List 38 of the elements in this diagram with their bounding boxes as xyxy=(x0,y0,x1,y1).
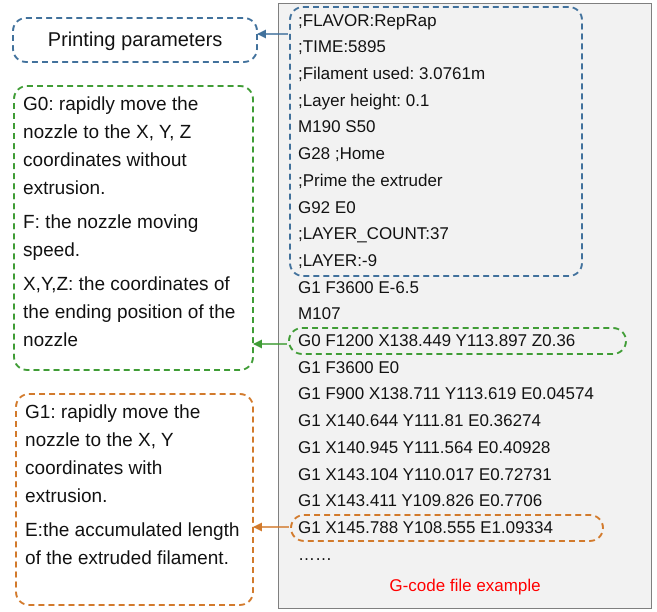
code-line: G0 F1200 X138.449 Y113.897 Z0.36 xyxy=(298,330,576,352)
arrow xyxy=(257,30,288,38)
code-line: G1 F3600 E-6.5 xyxy=(298,276,419,299)
code-line: …… xyxy=(298,544,332,566)
code-line: M190 S50 xyxy=(298,116,376,138)
highlight-box xyxy=(288,327,627,355)
code-line: M107 xyxy=(298,303,341,326)
description-text: G1: rapidly move the nozzle to the X, Y coordinates with extrusion. xyxy=(25,401,202,509)
code-line: ;Filament used: 3.0761m xyxy=(298,63,486,85)
code-line: ;LAYER:-9 xyxy=(298,250,378,272)
highlight-box xyxy=(289,6,583,277)
code-line: G1 X140.945 Y111.564 E0.40928 xyxy=(298,436,550,459)
highlight-box xyxy=(290,514,604,542)
code-line: ;Prime the extruder xyxy=(298,170,443,192)
code-line: ;LAYER_COUNT:37 xyxy=(298,223,449,246)
description-text: G0: rapidly move the nozzle to the X, Y, Z coordinates without extrusion. xyxy=(23,93,200,201)
explanation-box xyxy=(13,85,254,371)
code-line: G1 X143.104 Y110.017 E0.72731 xyxy=(298,464,552,486)
code-line: G1 F900 X138.711 Y113.619 E0.04574 xyxy=(298,383,594,406)
description-text: F: the nozzle moving speed. xyxy=(23,211,200,263)
box-label: Printing parameters xyxy=(48,28,222,53)
code-line: G1 X145.788 Y108.555 E1.09334 xyxy=(298,516,553,539)
code-line: G28 ;Home xyxy=(298,143,385,166)
code-line: G1 F3600 E0 xyxy=(298,356,400,379)
code-line: G1 X140.644 Y111.81 E0.36274 xyxy=(298,410,541,432)
code-line: ;TIME:5895 xyxy=(298,36,386,58)
arrow xyxy=(253,340,287,348)
description-text: X,Y,Z: the coordinates of the ending position of the nozzle xyxy=(23,273,236,353)
code-line: ;FLAVOR:RepRap xyxy=(298,10,437,32)
description-text: E:the accumulated length of the extruded filament. xyxy=(25,519,240,571)
parameter-label-box xyxy=(12,17,258,63)
arrow xyxy=(253,522,289,532)
code-line: G1 X143.411 Y109.826 E0.7706 xyxy=(298,490,542,512)
code-line: ;Layer height: 0.1 xyxy=(298,90,430,112)
explanation-box xyxy=(15,393,254,606)
code-line: G92 E0 xyxy=(298,196,356,218)
code-panel xyxy=(278,3,652,609)
file-caption: G-code file example xyxy=(388,575,542,597)
